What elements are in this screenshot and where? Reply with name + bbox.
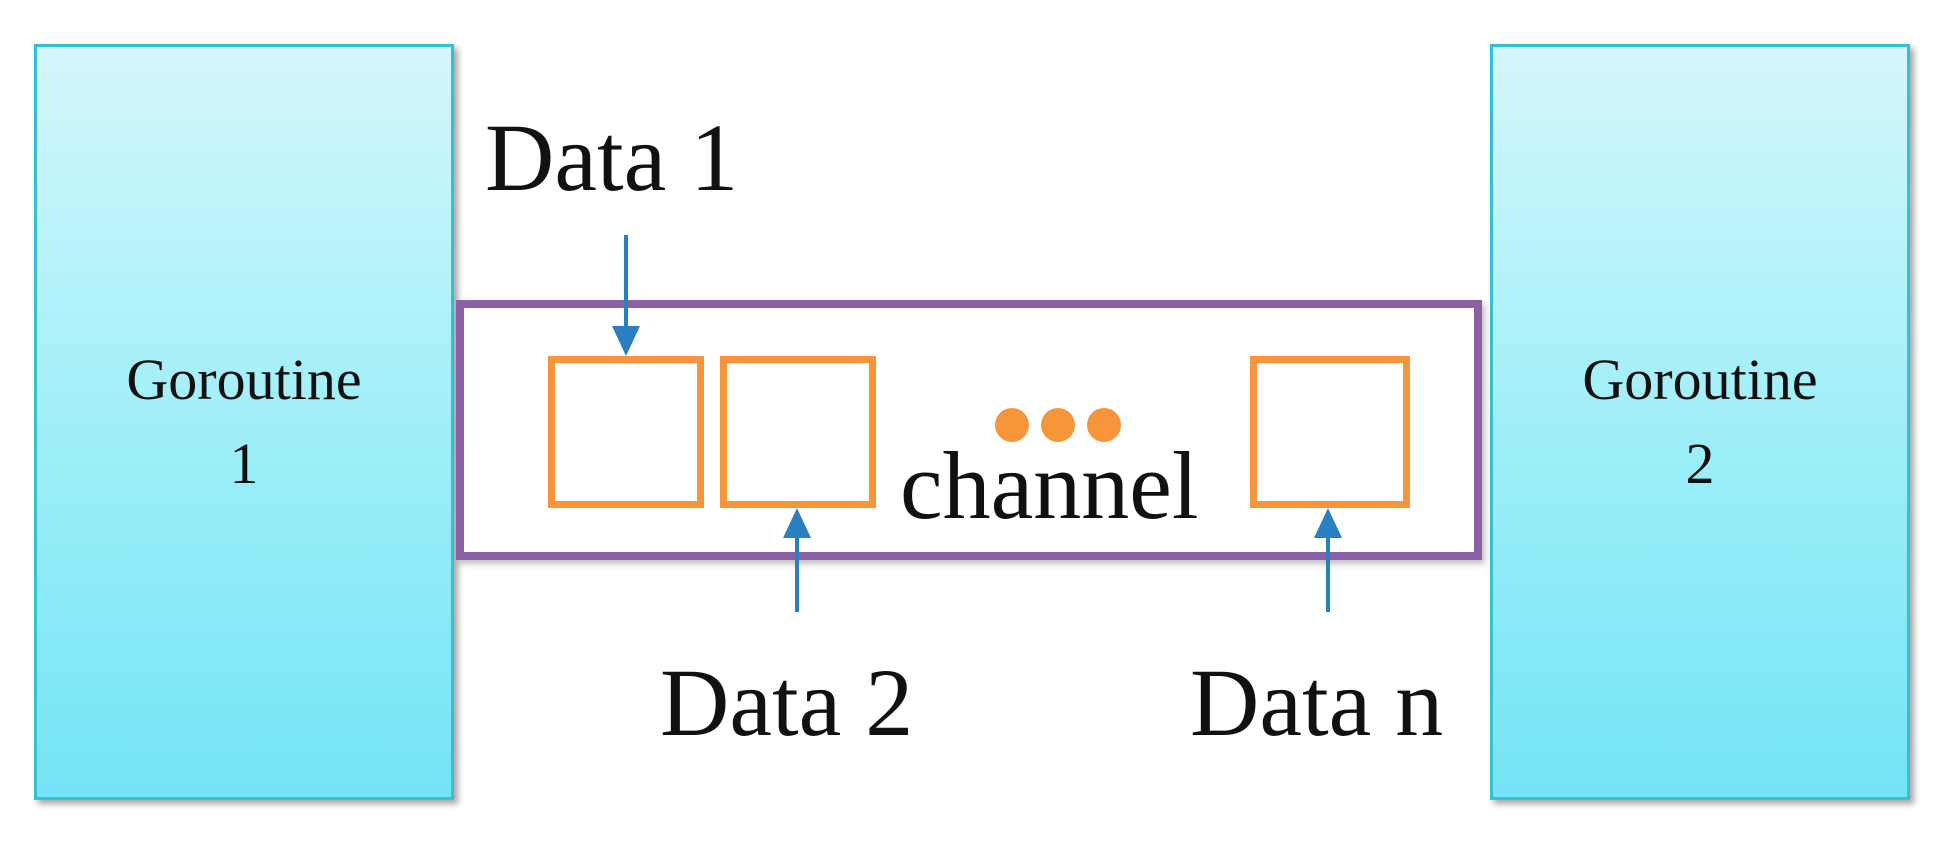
ellipsis-dot-2: [1041, 408, 1075, 442]
data-n-label: Data n: [1190, 649, 1444, 756]
channel-slot-n: [1250, 356, 1410, 508]
goroutine-1-box: Goroutine 1: [34, 44, 454, 800]
channel-label: channel: [900, 432, 1199, 539]
channel-slot-1: [548, 356, 704, 508]
goroutine-2-number: 2: [1685, 431, 1715, 496]
goroutine-1-name: Goroutine: [126, 347, 362, 412]
goroutine-2-box: Goroutine 2: [1490, 44, 1910, 800]
data-1-label: Data 1: [485, 104, 739, 211]
goroutine-2-name: Goroutine: [1582, 347, 1818, 412]
ellipsis-dot-1: [995, 408, 1029, 442]
data-2-label: Data 2: [660, 649, 914, 756]
goroutine-1-number: 1: [229, 431, 259, 496]
channel-slot-2: [720, 356, 876, 508]
ellipsis-dot-3: [1087, 408, 1121, 442]
